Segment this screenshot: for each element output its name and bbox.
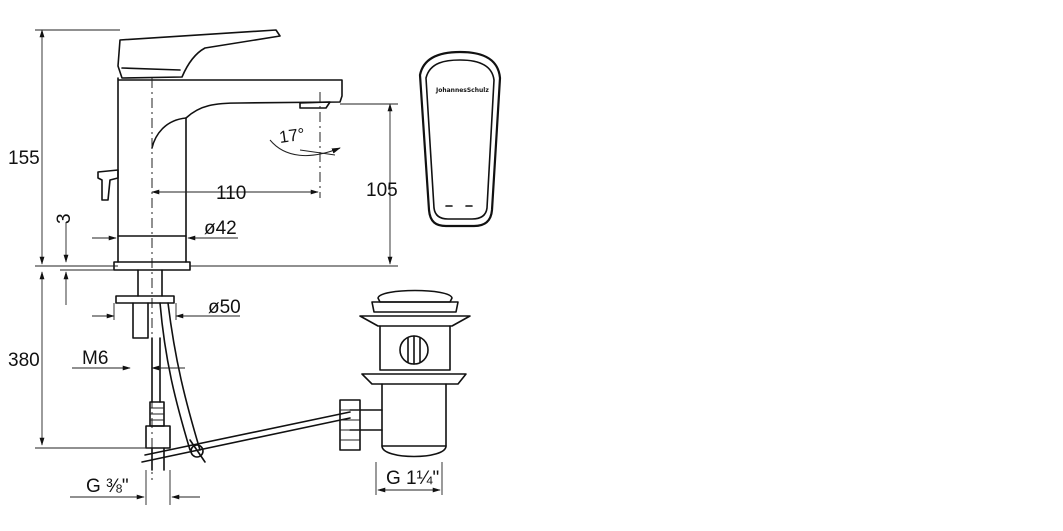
- dim-3-label: 3: [54, 213, 75, 224]
- dim-50-label: ø50: [208, 297, 241, 318]
- handle-logo: JohannesSchulz: [435, 87, 489, 94]
- swivel-angle-label: 17°: [278, 125, 306, 147]
- dim-m6-label: M6: [82, 348, 108, 369]
- faucet-side-view: [97, 29, 351, 480]
- dim-42-label: ø42: [204, 218, 237, 239]
- dim-155-label: 155: [8, 148, 40, 169]
- dim-g38-label: G ⅜": [86, 476, 129, 497]
- handle-front-view: JohannesSchulz: [418, 50, 502, 228]
- dim-105-label: 105: [366, 180, 398, 201]
- dimension-lines: [35, 29, 443, 505]
- popup-waste: [339, 289, 471, 458]
- dim-380-label: 380: [8, 350, 40, 371]
- swivel-indicator: 17°: [269, 125, 341, 157]
- dim-g114-label: G 1¼": [386, 468, 439, 489]
- dim-110-label: 110: [216, 183, 246, 204]
- dimension-labels: 155 380 3 110 105 ø42 ø50 M6 G ⅜" G 1¼": [8, 148, 439, 497]
